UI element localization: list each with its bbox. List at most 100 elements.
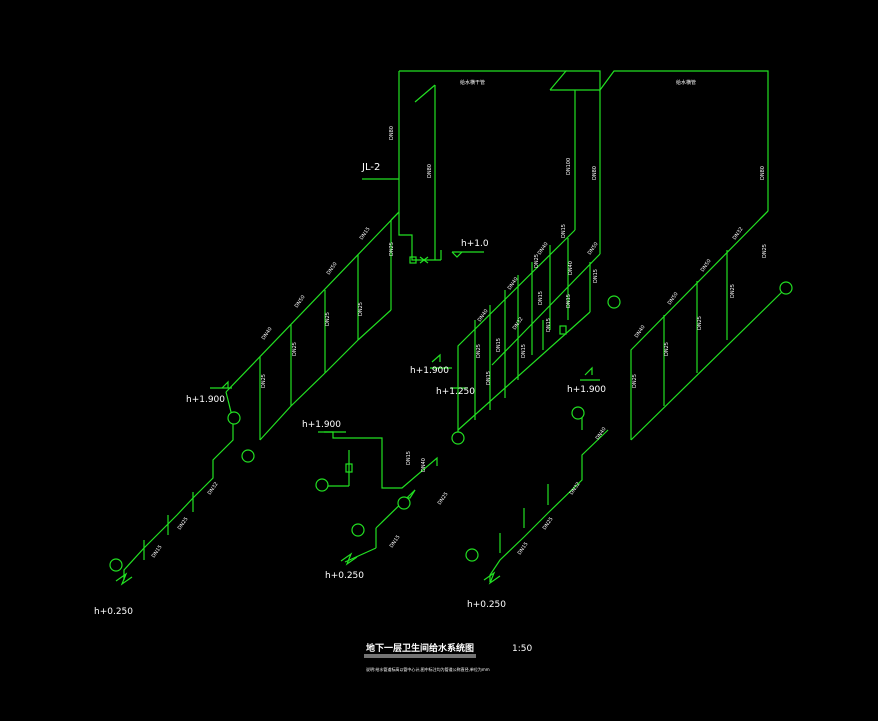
level-triangle-icon: [431, 353, 441, 363]
valve-icon: [419, 256, 429, 264]
dn-label: DN15: [566, 294, 572, 308]
dn-label: DN40: [595, 426, 608, 441]
valve-icon: [409, 256, 417, 264]
dn-label: DN25: [437, 491, 450, 506]
right-joint: [759, 210, 769, 220]
dn-label: DN25: [730, 284, 736, 298]
drawing-scale: 1:50: [512, 644, 532, 654]
fixture-node-icon: [109, 558, 123, 572]
dn-label: DN32: [207, 481, 220, 496]
mid-left-lower: [344, 547, 377, 563]
right-lower-link: [630, 287, 787, 441]
break-icon: [340, 552, 358, 566]
meter-icon: [559, 325, 567, 335]
top-main-right: [566, 70, 769, 211]
dn-label: DN25: [389, 242, 395, 256]
top-label-a: 给水横干管: [460, 79, 485, 86]
dn-label: DN25: [177, 516, 190, 531]
left-branch-joint: [390, 211, 400, 221]
fixture-node-icon: [607, 295, 621, 309]
top-main-span: [399, 70, 568, 91]
top-label-b: 给水横管: [676, 79, 696, 86]
dn-label: DN32: [569, 481, 582, 496]
dn-label: DN25: [325, 312, 331, 326]
dn-label: DN15: [517, 541, 530, 556]
fixture-node-icon: [315, 478, 329, 492]
drawing-note: 说明:给水管道标高以管中心计,图中标注均为管道公称直径,单位为mm: [366, 666, 490, 672]
dn-label: DN40: [537, 241, 550, 256]
dn-label: DN25: [632, 374, 638, 388]
dn-label: DN40: [261, 326, 274, 341]
fixture-node-icon: [397, 496, 411, 510]
dn-label: DN15: [389, 534, 402, 549]
dn-label: DN15: [151, 544, 164, 559]
dn-label: DN15: [359, 226, 372, 241]
level-label: h+0.250: [94, 607, 133, 617]
dn-label: DN100: [566, 158, 572, 175]
level-label: h+1.900: [567, 385, 606, 395]
top-main-left: [398, 71, 441, 261]
dn-label: DN25: [476, 344, 482, 358]
center-main-2: [491, 253, 601, 366]
left-lower-link: [290, 372, 326, 407]
drawing-title: 地下一层卫生间给水系统图: [366, 642, 474, 654]
fixture-node-icon: [451, 431, 465, 445]
dn-label: DN50: [587, 241, 600, 256]
dn-label: DN25: [261, 374, 267, 388]
dn-label: DN15: [486, 371, 492, 385]
level-label: h+0.250: [325, 571, 364, 581]
left-lower-link: [259, 405, 292, 441]
dn-label: DN15: [496, 338, 502, 352]
fixture-node-icon: [779, 281, 793, 295]
level-label: h+1.900: [410, 366, 449, 376]
dn-label: DN50: [667, 291, 680, 306]
level-label: h+1.250: [436, 387, 475, 397]
riser-tag: JL-2: [361, 162, 380, 173]
dn-label: DN15: [546, 318, 552, 332]
level-label: h+0.250: [467, 600, 506, 610]
dn-label: DN25: [358, 302, 364, 316]
dn-label: DN80: [760, 166, 766, 180]
mid-left-run: [324, 431, 438, 489]
dn-label: DN32: [732, 226, 745, 241]
mid-left-diag: [375, 489, 416, 529]
dn-label: DN15: [538, 291, 544, 305]
level-triangle-icon: [451, 251, 463, 258]
dn-label: DN25: [664, 342, 670, 356]
dn-label: DN50: [326, 261, 339, 276]
dn-label: DN80: [592, 166, 598, 180]
center-lower-link: [457, 311, 591, 431]
dn-label: DN25: [292, 342, 298, 356]
dn-label: DN15: [593, 269, 599, 283]
break-icon: [115, 572, 133, 586]
dn-label: DN25: [534, 254, 540, 268]
right-branch-main: [630, 210, 769, 440]
fixture-node-icon: [241, 449, 255, 463]
dn-label: DN80: [427, 164, 433, 178]
dn-label: DN15: [561, 224, 567, 238]
fixture-node-icon: [465, 548, 479, 562]
right-lower-run: [489, 429, 609, 582]
dn-label: DN15: [521, 344, 527, 358]
dn-label: DN25: [542, 516, 555, 531]
meter-icon: [345, 463, 353, 473]
level-triangle-icon: [584, 366, 593, 376]
dn-label: DN50: [700, 258, 713, 273]
left-lower-run: [123, 391, 234, 580]
dn-label: DN80: [389, 126, 395, 140]
riser-left-bend: [414, 84, 436, 103]
fixture-node-icon: [227, 411, 241, 425]
left-lower-link: [324, 339, 359, 374]
level-label: h+1.0: [461, 239, 489, 249]
dn-label: DN25: [762, 244, 768, 258]
fixture-node-icon: [351, 523, 365, 537]
dn-label: DN32: [512, 316, 525, 331]
left-branch-main: [225, 211, 400, 393]
level-label: h+1.900: [302, 420, 341, 430]
left-lower-link: [357, 309, 392, 341]
dn-label: DN50: [294, 294, 307, 309]
dn-label: DN25: [697, 316, 703, 330]
level-triangle-icon: [221, 380, 229, 389]
